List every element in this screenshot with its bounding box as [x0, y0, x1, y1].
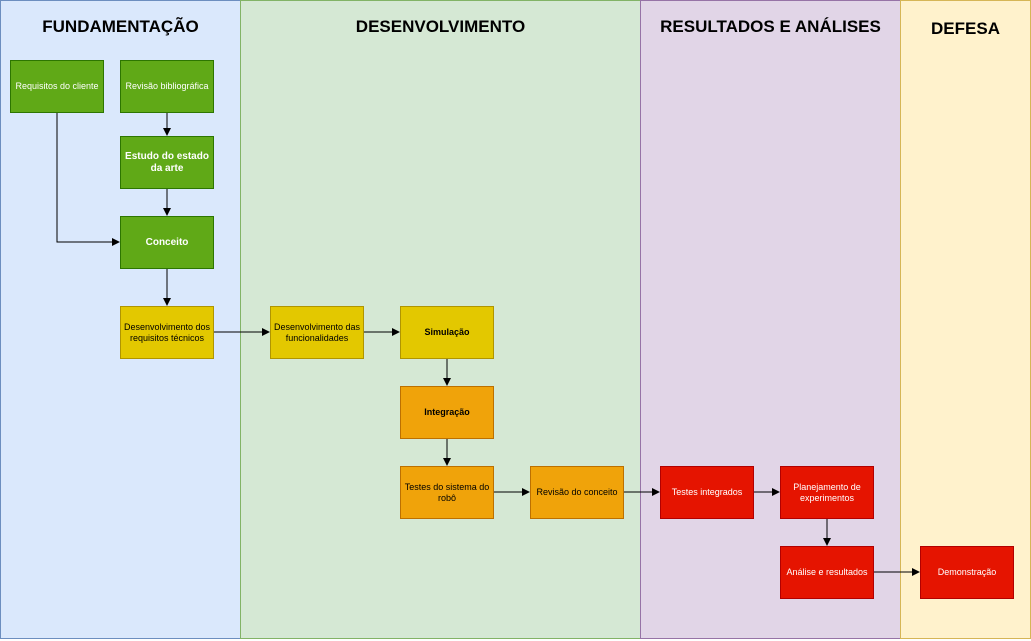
lane-resultados: RESULTADOS E ANÁLISES	[640, 0, 901, 639]
node-revisao-conceito: Revisão do conceito	[530, 466, 624, 519]
node-desenvolvimento-requisitos: Desenvolvimento dos requisitos técnicos	[120, 306, 214, 359]
node-planejamento-experimentos: Planejamento de experimentos	[780, 466, 874, 519]
lane-title: DESENVOLVIMENTO	[355, 17, 526, 36]
node-conceito: Conceito	[120, 216, 214, 269]
node-demonstracao: Demonstração	[920, 546, 1014, 599]
lane-defesa: DEFESA	[900, 0, 1031, 639]
node-requisitos-cliente: Requisitos do cliente	[10, 60, 104, 113]
arrow-requisitos-conceito	[56, 113, 120, 246]
node-estudo-estado-arte: Estudo do estado da arte	[120, 136, 214, 189]
node-analise-resultados: Análise e resultados	[780, 546, 874, 599]
node-testes-integrados: Testes integrados	[660, 466, 754, 519]
lane-title: RESULTADOS E ANÁLISES	[660, 17, 881, 36]
node-testes-sistema: Testes do sistema do robô	[400, 466, 494, 519]
node-integracao: Integração	[400, 386, 494, 439]
node-simulacao: Simulação	[400, 306, 494, 359]
lane-title: FUNDAMENTAÇÃO	[42, 17, 199, 36]
node-revisao-bibliografica: Revisão bibliográfica	[120, 60, 214, 113]
lane-title: DEFESA	[931, 19, 1000, 38]
node-desenvolvimento-funcionalidades: Desenvolvimento das funcionalidades	[270, 306, 364, 359]
